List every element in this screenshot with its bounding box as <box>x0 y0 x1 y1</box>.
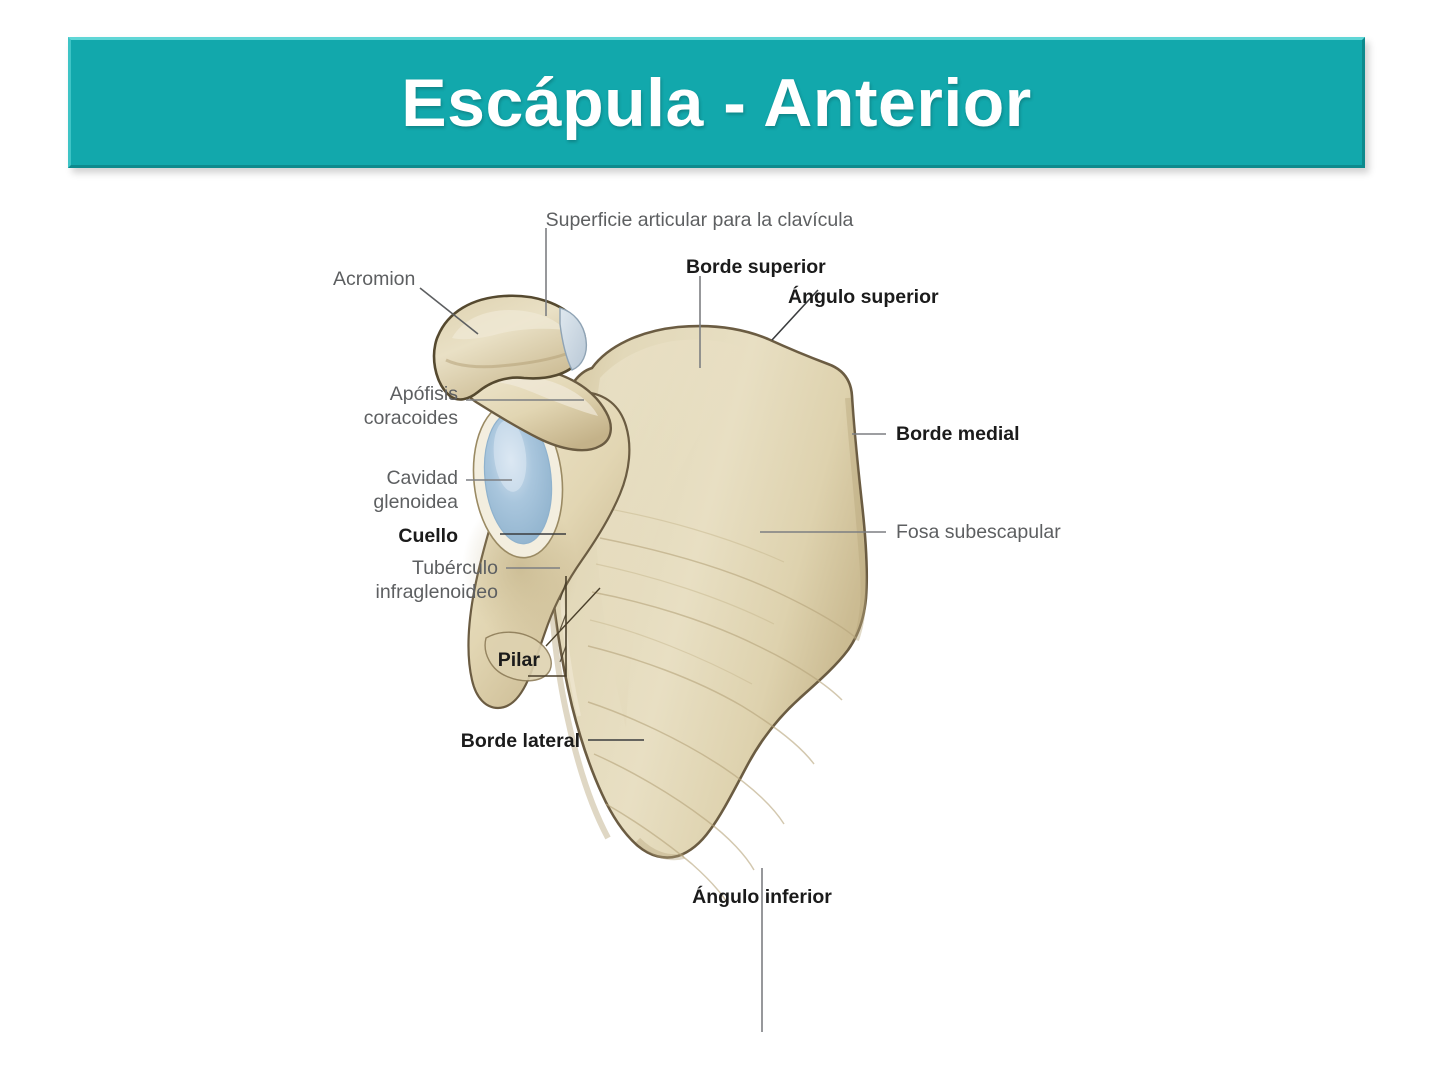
infraglenoid-tubercle <box>484 631 552 682</box>
subscapular-fossa-ridges <box>587 537 857 905</box>
glenoid-highlight <box>493 420 527 492</box>
acromion-shade-line <box>445 352 567 369</box>
label-acromion: Acromion <box>333 268 416 290</box>
medial-border-shading <box>845 397 867 642</box>
leader-pilar <box>545 587 601 647</box>
clavicular-articular-surface <box>559 307 588 371</box>
slide-title-bar: Escápula - Anterior <box>68 37 1365 168</box>
acromion-process <box>432 294 588 401</box>
blade-highlight <box>594 339 762 728</box>
label-borde-lateral: Borde lateral <box>460 730 580 752</box>
label-borde-superior: Borde superior <box>686 256 826 278</box>
acromion-highlight <box>452 310 566 340</box>
label-pilar: Pilar <box>497 649 540 671</box>
neck-bracket-line <box>528 576 567 677</box>
leader-acromion <box>419 287 479 335</box>
label-fosa-subescapular: Fosa subescapular <box>896 521 1061 543</box>
leader-lines <box>419 228 886 1032</box>
label-tuberculo-infraglenoideo: Tubérculo infraglenoideo <box>375 557 498 603</box>
neck-bracket-ticks <box>559 581 567 663</box>
slide-title: Escápula - Anterior <box>401 64 1032 141</box>
label-borde-medial: Borde medial <box>896 423 1020 445</box>
scapula-illustration <box>419 228 886 1032</box>
label-superficie-articular-clavicula: Superficie articular para la clavícula <box>545 209 854 231</box>
label-cavidad-glenoidea: Cavidad glenoidea <box>373 467 458 513</box>
leader-angulo-superior <box>771 289 819 341</box>
coracoid-highlight <box>480 376 598 416</box>
fossa-secondary-ridges <box>589 507 785 685</box>
label-angulo-superior: Ángulo superior <box>788 286 939 308</box>
inferior-angle-shading <box>635 837 685 861</box>
label-angulo-inferior: Ángulo inferior <box>692 886 832 908</box>
anatomy-figure-scapula-anterior: Superficie articular para la clavícula A… <box>0 168 1440 1080</box>
label-cuello: Cuello <box>398 525 458 547</box>
label-apofisis-coracoides: Apófisis coracoides <box>363 383 458 429</box>
